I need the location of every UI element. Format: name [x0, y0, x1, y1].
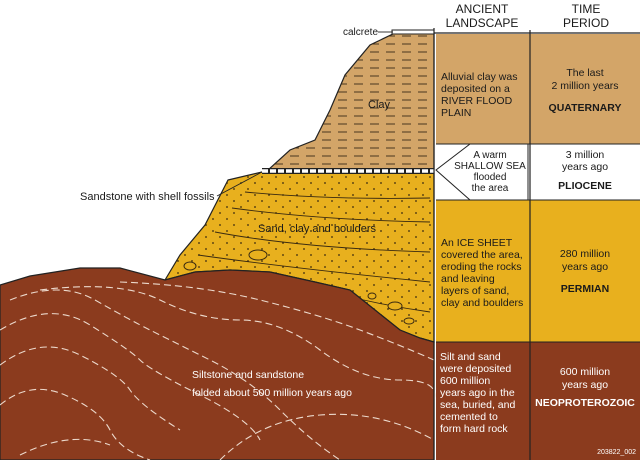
time-line: 2 million years — [551, 80, 618, 92]
header-landscape-line2: LANDSCAPE — [446, 16, 519, 30]
time-line: 280 million — [560, 248, 610, 260]
sand-dots — [165, 172, 434, 342]
landscape-line: deposited on a — [441, 83, 510, 95]
period-name: QUATERNARY — [549, 102, 622, 114]
row-permian-time: 280 million years ago PERMIAN — [560, 248, 610, 295]
time-line: 600 million — [560, 366, 610, 378]
landscape-line: were deposited — [439, 363, 511, 375]
folded-strata-lines — [0, 281, 436, 460]
landscape-line: cemented to — [440, 411, 498, 423]
siltstone-label: Siltstone and sandstone — [192, 369, 304, 381]
time-line: years ago — [562, 161, 608, 173]
row-quaternary-landscape: Alluvial clay was deposited on a RIVER F… — [441, 71, 517, 119]
figure-code: 203822_002 — [597, 449, 636, 456]
row-neoproterozoic-time: 600 million years ago NEOPROTEROZOIC — [535, 366, 635, 409]
landscape-line: and leaving — [441, 273, 495, 285]
time-line: years ago — [562, 261, 608, 273]
landscape-line: A warm — [473, 150, 506, 161]
clay-label: Clay — [368, 99, 391, 111]
landscape-line: flooded — [474, 172, 507, 183]
row-bg-neoproterozoic — [436, 342, 640, 460]
landscape-line: form hard rock — [440, 423, 508, 435]
row-pliocene-landscape: A warm SHALLOW SEA flooded the area — [454, 150, 526, 194]
row-neoproterozoic-landscape: Silt and sand were deposited 600 million… — [439, 351, 515, 435]
row-quaternary-time: The last 2 million years QUATERNARY — [549, 67, 622, 114]
landscape-line: eroding the rocks — [441, 261, 522, 273]
landscape-line: layers of sand, — [441, 285, 509, 297]
period-name: PLIOCENE — [558, 180, 612, 192]
calcrete-label: calcrete — [343, 27, 378, 38]
shell-fossils-label: Sandstone with shell fossils — [80, 191, 215, 203]
landscape-line: 600 million — [440, 375, 490, 387]
clay-hatch — [268, 33, 434, 170]
landscape-line: PLAIN — [441, 107, 471, 119]
sand-clay-label: Sand, clay and boulders — [258, 223, 377, 235]
landscape-line: An ICE SHEET — [441, 237, 513, 249]
row-permian-landscape: An ICE SHEET covered the area, eroding t… — [441, 237, 523, 309]
header-landscape-line1: ANCIENT — [456, 2, 509, 16]
landscape-line: sea, buried, and — [440, 399, 515, 411]
row-bg-quaternary — [436, 34, 640, 144]
header-time-line1: TIME — [572, 2, 601, 16]
landscape-line: Silt and sand — [440, 351, 501, 363]
landscape-line: years ago in the — [440, 387, 515, 399]
shell-fossils-leader — [216, 171, 263, 197]
folded-label: folded about 500 million years ago — [192, 387, 352, 399]
header-time-line2: PERIOD — [563, 16, 609, 30]
landscape-line: SHALLOW SEA — [454, 161, 526, 172]
landscape-line: the area — [472, 183, 509, 194]
time-line: years ago — [562, 379, 608, 391]
period-name: NEOPROTEROZOIC — [535, 397, 635, 409]
landscape-line: clay and boulders — [441, 297, 523, 309]
row-pliocene-time: 3 million years ago PLIOCENE — [558, 149, 612, 192]
calcrete-cap — [391, 29, 435, 35]
time-line: The last — [566, 67, 603, 79]
time-line: 3 million — [566, 149, 605, 161]
period-name: PERMIAN — [561, 283, 609, 295]
landscape-line: Alluvial clay was — [441, 71, 517, 83]
landscape-line: RIVER FLOOD — [441, 95, 513, 107]
pliocene-arrow-shape — [435, 143, 529, 201]
landscape-line: covered the area, — [441, 249, 523, 261]
row-bg-permian — [436, 200, 640, 342]
